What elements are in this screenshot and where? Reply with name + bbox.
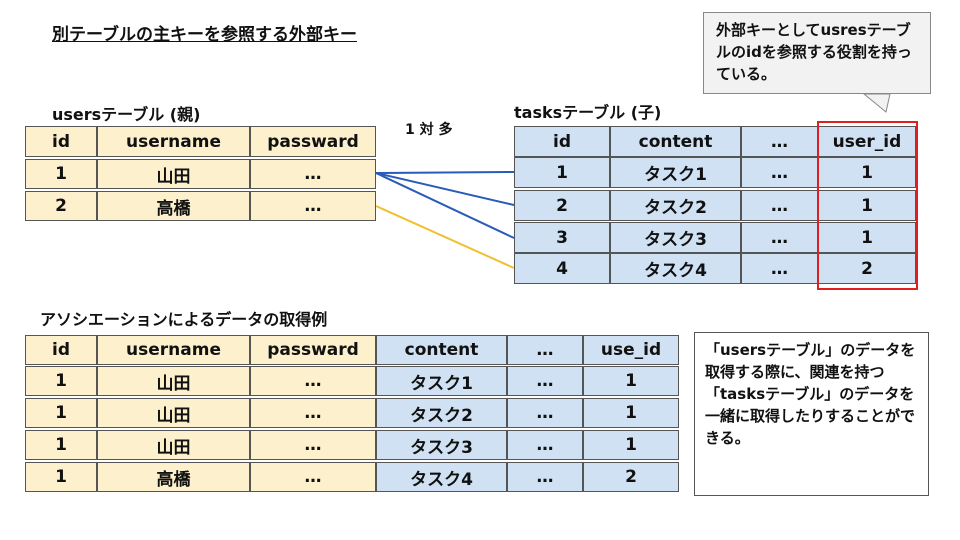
tasks-row-1-user-id: 1 — [818, 157, 916, 188]
joined-row-3-use-id: 1 — [583, 430, 679, 460]
tasks-header-ellipsis: … — [741, 126, 818, 157]
tasks-header-id: id — [514, 126, 610, 157]
users-row-1-passward: … — [250, 159, 376, 189]
joined-row-2-use-id: 1 — [583, 398, 679, 428]
link-1-2 — [375, 172, 515, 206]
tasks-row-4-content: タスク4 — [610, 253, 741, 284]
tasks-row-1-content: タスク1 — [610, 157, 741, 188]
tasks-header-content: content — [610, 126, 741, 157]
joined-header-use-id: use_id — [583, 335, 679, 365]
joined-row-1-id: 1 — [25, 366, 97, 396]
tasks-header-user-id: user_id — [818, 126, 916, 157]
joined-row-1-ellipsis: … — [507, 366, 583, 396]
joined-row-3-passward: … — [250, 430, 376, 460]
users-header-passward: passward — [250, 126, 376, 157]
users-header-id: id — [25, 126, 97, 157]
joined-row-3-ellipsis: … — [507, 430, 583, 460]
joined-row-2-username: 山田 — [97, 398, 250, 428]
tasks-table-label: tasksテーブル (子) — [514, 103, 662, 122]
joined-header-username: username — [97, 335, 250, 365]
tasks-row-3-id: 3 — [514, 222, 610, 253]
page-title: 別テーブルの主キーを参照する外部キー — [52, 25, 357, 45]
tasks-row-2-user-id: 1 — [818, 190, 916, 221]
users-header-username: username — [97, 126, 250, 157]
joined-row-3-username: 山田 — [97, 430, 250, 460]
joined-header-passward: passward — [250, 335, 376, 365]
tasks-row-3-ellipsis: … — [741, 222, 818, 253]
tasks-row-4-id: 4 — [514, 253, 610, 284]
joined-row-1-use-id: 1 — [583, 366, 679, 396]
users-row-1-username: 山田 — [97, 159, 250, 189]
tasks-row-2-id: 2 — [514, 190, 610, 221]
tasks-row-1-ellipsis: … — [741, 157, 818, 188]
joined-row-4-username: 高橋 — [97, 462, 250, 492]
callout-note: 外部キーとしてusresテーブルのidを参照する役割を持っている。 — [703, 12, 931, 94]
users-table-label: usersテーブル (親) — [52, 105, 201, 124]
joined-row-4-content: タスク4 — [376, 462, 507, 492]
joined-header-id: id — [25, 335, 97, 365]
joined-row-1-username: 山田 — [97, 366, 250, 396]
link-2-4 — [375, 205, 515, 269]
joined-row-2-id: 1 — [25, 398, 97, 428]
callout-pointer — [862, 93, 891, 113]
tasks-row-3-content: タスク3 — [610, 222, 741, 253]
joined-row-1-passward: … — [250, 366, 376, 396]
joined-row-1-content: タスク1 — [376, 366, 507, 396]
tasks-row-4-ellipsis: … — [741, 253, 818, 284]
tasks-row-1-id: 1 — [514, 157, 610, 188]
users-row-2-username: 高橋 — [97, 191, 250, 221]
association-note: 「usersテーブル」のデータを取得する際に、関連を持つ「tasksテーブル」の… — [694, 332, 929, 496]
joined-header-content: content — [376, 335, 507, 365]
link-1-3 — [375, 172, 515, 239]
joined-row-4-passward: … — [250, 462, 376, 492]
user-id-highlight — [817, 121, 918, 290]
tasks-row-3-user-id: 1 — [818, 222, 916, 253]
relation-label: 1 対 多 — [405, 122, 453, 138]
joined-header-ellipsis: … — [507, 335, 583, 365]
joined-row-2-content: タスク2 — [376, 398, 507, 428]
users-row-2-id: 2 — [25, 191, 97, 221]
joined-row-2-ellipsis: … — [507, 398, 583, 428]
link-1-1 — [375, 171, 515, 174]
joined-row-3-id: 1 — [25, 430, 97, 460]
tasks-row-2-ellipsis: … — [741, 190, 818, 221]
joined-row-3-content: タスク3 — [376, 430, 507, 460]
tasks-row-2-content: タスク2 — [610, 190, 741, 221]
users-row-2-passward: … — [250, 191, 376, 221]
joined-row-4-ellipsis: … — [507, 462, 583, 492]
users-row-1-id: 1 — [25, 159, 97, 189]
example-label: アソシエーションによるデータの取得例 — [40, 310, 328, 329]
joined-row-4-use-id: 2 — [583, 462, 679, 492]
joined-row-4-id: 1 — [25, 462, 97, 492]
joined-row-2-passward: … — [250, 398, 376, 428]
